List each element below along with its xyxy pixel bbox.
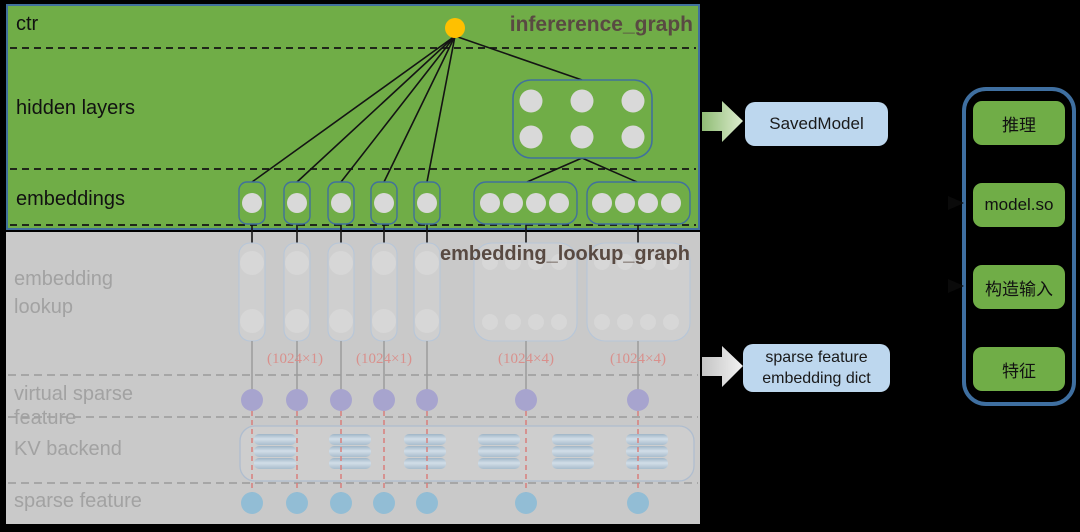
- dim-annotation-1024x4-b: (1024×4): [610, 351, 666, 367]
- dim-annotation-1024x4-a: (1024×4): [498, 351, 554, 367]
- row-label-embedding-lookup-line2: lookup: [14, 296, 73, 318]
- runtime-item-build-input: 构造输入: [973, 265, 1065, 309]
- row-label-kv-backend: KV backend: [14, 438, 122, 460]
- row-label-embedding-lookup-line1: embedding: [14, 268, 113, 290]
- embedding-lookup-graph-title: embedding_lookup_graph: [439, 243, 690, 265]
- embedding-dict-box: sparse feature embedding dict: [743, 344, 890, 392]
- dim-annotation-1024x1-a: (1024×1): [267, 351, 323, 367]
- layer-label-embeddings: embeddings: [16, 188, 125, 210]
- saved-model-label: SavedModel: [769, 114, 864, 133]
- panel-arrowhead-icon: [948, 279, 964, 293]
- panel-arrowhead-icon: [948, 196, 964, 210]
- runtime-panel: 推理 model.so 构造输入 特征: [962, 87, 1076, 406]
- inference-graph-title: infererence_graph: [509, 13, 693, 36]
- row-label-virtual-sparse-line2: feature: [14, 407, 77, 429]
- embedding-dict-label-line1: sparse feature: [765, 349, 868, 366]
- export-arrow-gray-icon: [702, 346, 743, 387]
- saved-model-box: SavedModel: [745, 102, 888, 146]
- export-arrow-green-icon: [702, 101, 743, 142]
- row-label-sparse-feature: sparse feature: [14, 490, 142, 512]
- runtime-item-model-so: model.so: [973, 183, 1065, 227]
- runtime-item-feature: 特征: [973, 347, 1065, 391]
- row-label-virtual-sparse-line1: virtual sparse: [14, 383, 133, 405]
- dim-annotation-1024x1-b: (1024×1): [356, 351, 412, 367]
- layer-label-ctr: ctr: [16, 13, 39, 35]
- embedding-dict-label-line2: embedding dict: [762, 370, 871, 387]
- layer-label-hidden-layers: hidden layers: [16, 97, 135, 119]
- runtime-item-inference: 推理: [973, 101, 1065, 145]
